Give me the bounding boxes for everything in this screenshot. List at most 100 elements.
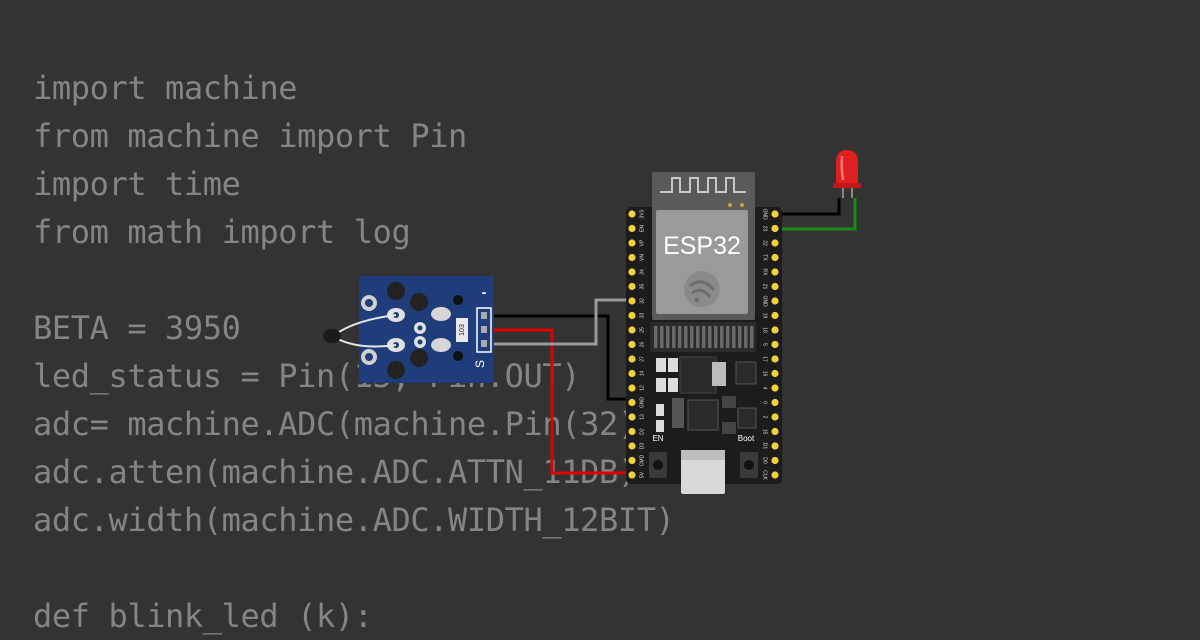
header-pin[interactable] [628,239,636,247]
header-pin[interactable] [771,282,779,291]
boot-label: Boot [738,434,755,443]
wire-black-gnd [494,314,634,401]
header-pin[interactable] [628,369,636,378]
header-pin[interactable] [628,210,636,218]
header-pin[interactable] [771,239,779,247]
red-led[interactable] [833,150,861,198]
pin-label: 13 [639,414,645,420]
pin-label: 18 [762,327,768,333]
espressif-logo-icon [684,271,720,307]
module-pad [696,326,700,348]
pin-label: 5V [639,471,645,478]
wire-gray-signal [494,298,634,346]
module-pad [750,326,754,348]
module-pad [690,326,694,348]
esp32-board[interactable]: 3V3ENVPVN343532332526271412GND13D2D3CMD5… [626,172,782,494]
header-pin[interactable] [771,253,779,262]
header-pin[interactable] [771,268,779,276]
header-pin[interactable] [628,340,636,349]
header-pin[interactable] [771,210,779,218]
code-editor: import machine from machine import Pin imp… [33,64,675,640]
header-pin[interactable] [771,297,779,305]
header-pin[interactable] [628,413,636,421]
module-pad [720,326,724,348]
pin-label: 2 [762,416,768,419]
header-pin[interactable] [628,456,636,465]
pin-minus-label: - [482,284,487,300]
header-pin[interactable] [628,253,636,262]
pin-label: 33 [639,313,645,319]
right-pin-header [771,210,779,479]
code-line: from machine import Pin [33,117,467,155]
pin-label: VN [639,254,645,261]
module-pad [726,326,730,348]
header-pin[interactable] [628,311,636,320]
module-pad [666,326,670,348]
header-pin[interactable] [628,326,636,334]
wire-red-vcc [494,328,634,475]
pin-label: 17 [762,356,768,362]
module-shield [656,210,748,314]
antenna-trace-icon [660,177,746,193]
module-pad [654,326,658,348]
header-pin[interactable] [771,326,779,334]
pin-label: 34 [639,269,645,275]
pin-label: 22 [762,240,768,246]
header-pin[interactable] [628,355,636,363]
header-pin[interactable] [628,224,636,233]
code-line: BETA = 3950 [33,309,241,347]
pin-signal-label: S [473,360,487,368]
header-pin[interactable] [771,413,779,421]
code-line: adc.atten(machine.ADC.ATTN_11DB) [33,453,637,491]
pin-label: 19 [762,313,768,319]
thermistor-probe [323,329,341,343]
code-line: import machine [33,69,298,107]
header-pin[interactable] [628,471,636,479]
header-pin[interactable] [771,398,779,407]
header-pin[interactable] [628,268,636,276]
header-pin[interactable] [771,456,779,465]
module-pad [738,326,742,348]
header-pin[interactable] [771,471,779,479]
header-pin[interactable] [771,340,779,349]
code-line: import time [33,165,241,203]
header-pin[interactable] [628,427,636,436]
left-pin-labels: 3V3ENVPVN343532332526271412GND13D2D3CMD5… [639,209,645,478]
header-pin[interactable] [771,427,779,436]
left-pin-header [628,210,636,479]
module-pad [678,326,682,348]
module-pad [744,326,748,348]
en-button[interactable] [649,452,667,478]
header-pin[interactable] [628,442,636,450]
header-pin[interactable] [771,442,779,450]
pin-label: 15 [762,429,768,435]
pin-label: 21 [762,284,768,290]
pin-label: CMD [639,454,645,466]
led-body [836,150,858,185]
header-pin[interactable] [771,311,779,320]
header-pin[interactable] [628,398,636,407]
pin-label: 27 [639,356,645,362]
header-pin[interactable] [771,355,779,363]
ntc-sensor-module[interactable]: 103 - S [323,276,494,383]
en-label: EN [652,434,663,443]
code-line: def blink_led (k): [33,597,373,635]
header-pin[interactable] [628,297,636,305]
pin-label: GND [762,208,768,220]
boot-button[interactable] [740,452,758,478]
header-pin[interactable] [771,384,779,392]
header-pin[interactable] [628,384,636,392]
module-pad [732,326,736,348]
pin-label: CLK [762,470,768,480]
code-line: adc.width(machine.ADC.WIDTH_12BIT) [33,501,675,539]
header-pin[interactable] [771,224,779,233]
pin-label: 35 [639,284,645,290]
wires [494,198,857,475]
pin-label: 23 [762,226,768,232]
pin-label: D2 [639,428,645,435]
header-pin[interactable] [771,369,779,378]
header-pin[interactable] [628,282,636,291]
pin-label: 32 [639,298,645,304]
pin-label: 4 [762,387,768,390]
